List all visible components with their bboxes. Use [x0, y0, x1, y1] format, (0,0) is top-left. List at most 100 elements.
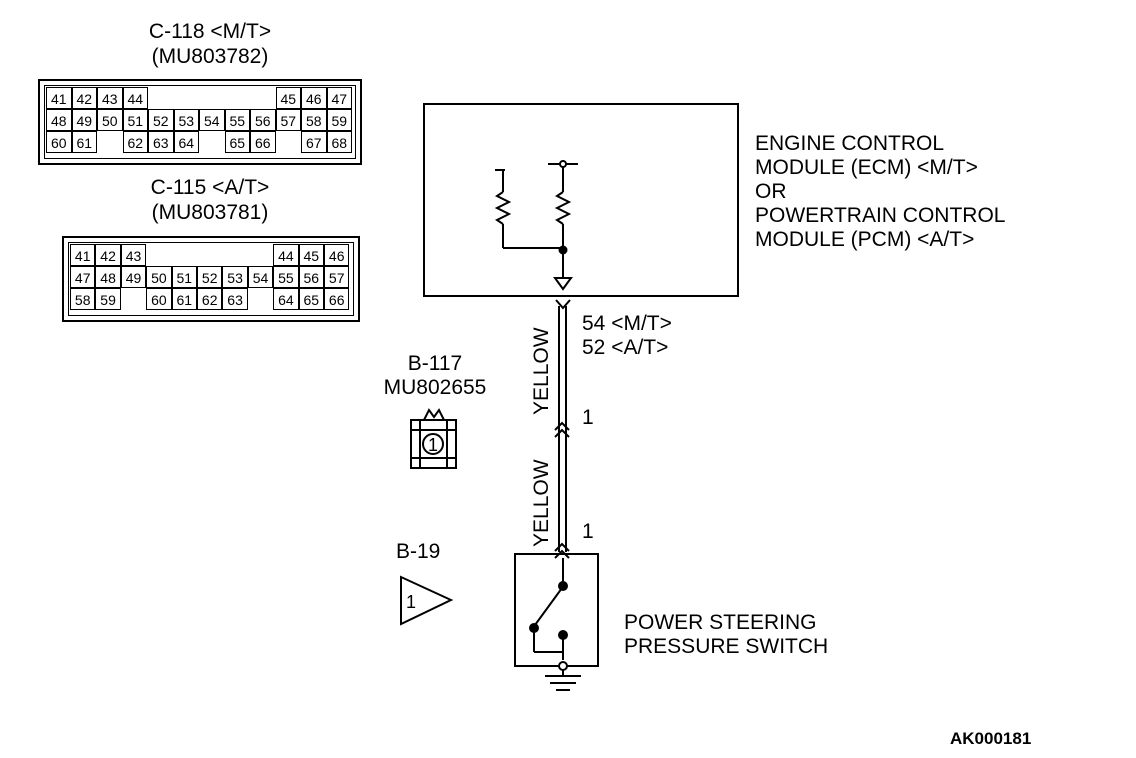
connector-pin: 55	[273, 266, 299, 288]
ecm-label-line5: MODULE (PCM) <A/T>	[755, 228, 975, 251]
connector-pin	[148, 87, 174, 109]
connector-pin: 61	[171, 288, 197, 310]
connector-pin	[222, 244, 248, 266]
connector-pin: 63	[222, 288, 248, 310]
junction-pin-lower: 1	[582, 520, 594, 543]
c115-part-number: (MU803781)	[151, 201, 269, 224]
connector-pin: 43	[97, 87, 123, 109]
connector-pin: 46	[301, 87, 327, 109]
connector-pin: 42	[95, 244, 121, 266]
connector-pin: 62	[197, 288, 223, 310]
connector-pin: 54	[247, 266, 274, 288]
connector-pin: 43	[120, 244, 147, 266]
connector-pin	[197, 244, 223, 266]
pullup-resistor-right	[548, 160, 578, 278]
connector-pin: 51	[122, 109, 148, 131]
connector-pin: 67	[301, 131, 327, 153]
connector-pin	[171, 244, 197, 266]
junction-pin-upper: 1	[582, 406, 594, 429]
connector-pin	[247, 288, 274, 310]
connector-pin	[199, 131, 225, 153]
connector-pin	[120, 288, 147, 310]
c115-name: C-115 <A/T>	[150, 176, 270, 199]
ecm-terminal-at: 52 <A/T>	[582, 336, 669, 359]
wire-color-upper: YELLOW	[530, 327, 553, 415]
ecm-terminal-mt: 54 <M/T>	[582, 312, 672, 335]
connector-pin: 45	[275, 87, 301, 109]
connector-pin: 66	[250, 131, 276, 153]
connector-pin: 42	[71, 87, 97, 109]
b117-junction-chevrons	[554, 421, 570, 438]
b19-connector-icon	[400, 575, 454, 626]
connector-pin	[97, 131, 123, 153]
connector-pin: 56	[250, 109, 276, 131]
ecm-label-line4: POWERTRAIN CONTROL	[755, 204, 1006, 227]
connector-pin: 65	[224, 131, 250, 153]
b117-part-number: MU802655	[383, 376, 487, 399]
connector-pin: 57	[275, 109, 301, 131]
connector-pin: 55	[224, 109, 250, 131]
connector-pin: 48	[95, 266, 121, 288]
connector-pin: 48	[46, 109, 72, 131]
b117-pin-number: 1	[427, 435, 438, 455]
pressure-switch-symbol	[529, 558, 568, 671]
connector-pin: 59	[326, 109, 352, 131]
ecm-box	[423, 103, 739, 297]
connector-pin	[250, 87, 276, 109]
connector-pin: 59	[95, 288, 121, 310]
yellow-wire	[558, 306, 567, 552]
connector-pin	[224, 87, 250, 109]
connector-pin: 54	[199, 109, 225, 131]
connector-pin: 60	[146, 288, 172, 310]
connector-pin: 50	[146, 266, 172, 288]
connector-pin: 53	[222, 266, 248, 288]
connector-pin: 44	[122, 87, 148, 109]
connector-pin: 45	[298, 244, 324, 266]
connector-pin: 68	[326, 131, 352, 153]
figure-id: AK000181	[950, 729, 1032, 748]
connector-pin: 41	[46, 87, 72, 109]
connector-pin: 50	[97, 109, 123, 131]
ecm-label-line2: MODULE (ECM) <M/T>	[755, 156, 978, 179]
switch-label-line1: POWER STEERING	[624, 611, 817, 634]
connector-pin: 64	[173, 131, 199, 153]
connector-pin: 60	[46, 131, 72, 153]
wire-color-lower: YELLOW	[530, 459, 553, 547]
ecm-label-line1: ENGINE CONTROL	[755, 132, 945, 155]
ecm-terminal-chevron	[555, 299, 571, 310]
connector-pin	[146, 244, 172, 266]
connector-pin	[173, 87, 199, 109]
connector-pin: 64	[273, 288, 299, 310]
switch-box	[514, 553, 599, 667]
connector-pin: 63	[148, 131, 174, 153]
c118-part-number: (MU803782)	[151, 45, 269, 68]
connector-pin	[247, 244, 274, 266]
connector-pin: 65	[298, 288, 324, 310]
c118-name: C-118 <M/T>	[148, 20, 272, 43]
connector-pin: 58	[301, 109, 327, 131]
b19-pin-number: 1	[406, 592, 417, 612]
b19-name: B-19	[396, 540, 441, 563]
ground-icon	[545, 670, 581, 691]
connector-pin: 52	[197, 266, 223, 288]
connector-pin: 46	[324, 244, 350, 266]
connector-pin: 51	[171, 266, 197, 288]
connector-pin: 66	[324, 288, 350, 310]
b117-name: B-117	[407, 352, 463, 375]
connector-pin: 53	[173, 109, 199, 131]
ecm-input-arrow	[553, 277, 573, 291]
connector-pin: 57	[324, 266, 350, 288]
connector-pin: 52	[148, 109, 174, 131]
connector-pin: 44	[273, 244, 299, 266]
connector-pin	[199, 87, 225, 109]
connector-pin: 41	[70, 244, 96, 266]
connector-pin: 56	[298, 266, 324, 288]
b117-connector-icon	[410, 408, 457, 469]
switch-label-line2: PRESSURE SWITCH	[624, 635, 829, 658]
ecm-label-line3: OR	[755, 180, 787, 203]
pullup-resistor-left	[494, 169, 563, 249]
connector-pin: 61	[71, 131, 97, 153]
